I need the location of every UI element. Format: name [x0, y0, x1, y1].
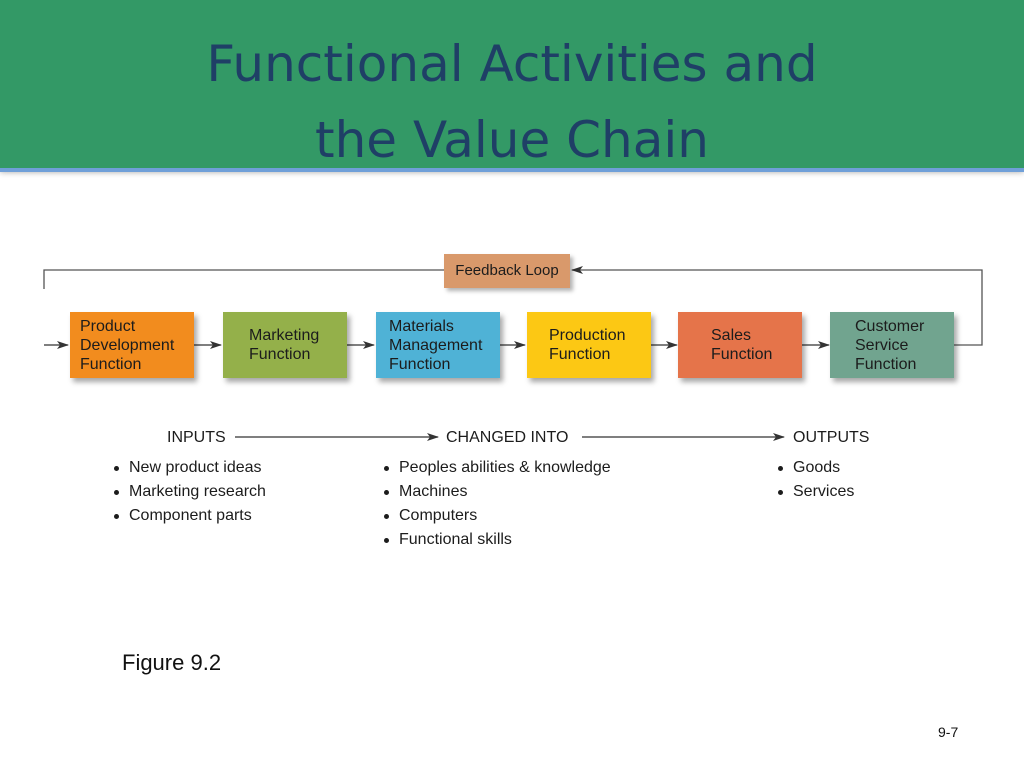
box-line: Function [249, 346, 311, 363]
inputs-heading: INPUTS [167, 429, 226, 446]
slide-number: 9-7 [938, 724, 959, 740]
list-item: Marketing research [114, 480, 266, 504]
box-line: Function [855, 355, 917, 373]
box-line: Function [711, 346, 773, 363]
list-item: Machines [384, 480, 611, 504]
outputs-list: Goods Services [778, 456, 854, 504]
slide-title: Functional Activities and the Value Chai… [0, 26, 1024, 178]
box-line: Development [80, 336, 175, 354]
outputs-heading: OUTPUTS [793, 429, 870, 446]
box-line: Production [549, 327, 626, 344]
inputs-list: New product ideas Marketing research Com… [114, 456, 266, 528]
box-line: Product [80, 317, 136, 335]
list-item: Component parts [114, 504, 266, 528]
materials-management-function-box: Materials Management Function [376, 312, 500, 378]
sales-function-box: Sales Function [678, 312, 802, 378]
box-line: Customer [855, 317, 925, 335]
box-line: Function [549, 346, 611, 363]
box-line: Materials [389, 317, 454, 335]
title-banner [0, 0, 1024, 168]
box-line: Service [855, 336, 909, 354]
marketing-function-box: Marketing Function [223, 312, 347, 378]
box-line: Management [389, 336, 483, 354]
box-line: Function [80, 355, 142, 373]
list-item: Computers [384, 504, 611, 528]
customer-service-function-box: Customer Service Function [830, 312, 954, 378]
box-line: Marketing [249, 327, 320, 344]
title-divider [0, 168, 1024, 172]
list-item: New product ideas [114, 456, 266, 480]
feedback-loop-return-line [43, 269, 444, 289]
slide-title-line-1: Functional Activities and [206, 35, 818, 93]
feedback-loop-line [571, 266, 983, 346]
list-item: Functional skills [384, 528, 611, 552]
box-line: Function [389, 355, 451, 373]
changed-into-list: Peoples abilities & knowledge Machines C… [384, 456, 611, 552]
list-item: Peoples abilities & knowledge [384, 456, 611, 480]
feedback-loop-label: Feedback Loop [444, 254, 570, 288]
changed-into-heading: CHANGED INTO [446, 429, 569, 446]
slide-title-line-2: the Value Chain [315, 111, 709, 169]
list-item: Services [778, 480, 854, 504]
list-item: Goods [778, 456, 854, 480]
production-function-box: Production Function [527, 312, 651, 378]
figure-caption: Figure 9.2 [122, 650, 222, 675]
box-line: Sales [711, 327, 752, 344]
product-development-function-box: Product Development Function [70, 312, 194, 378]
